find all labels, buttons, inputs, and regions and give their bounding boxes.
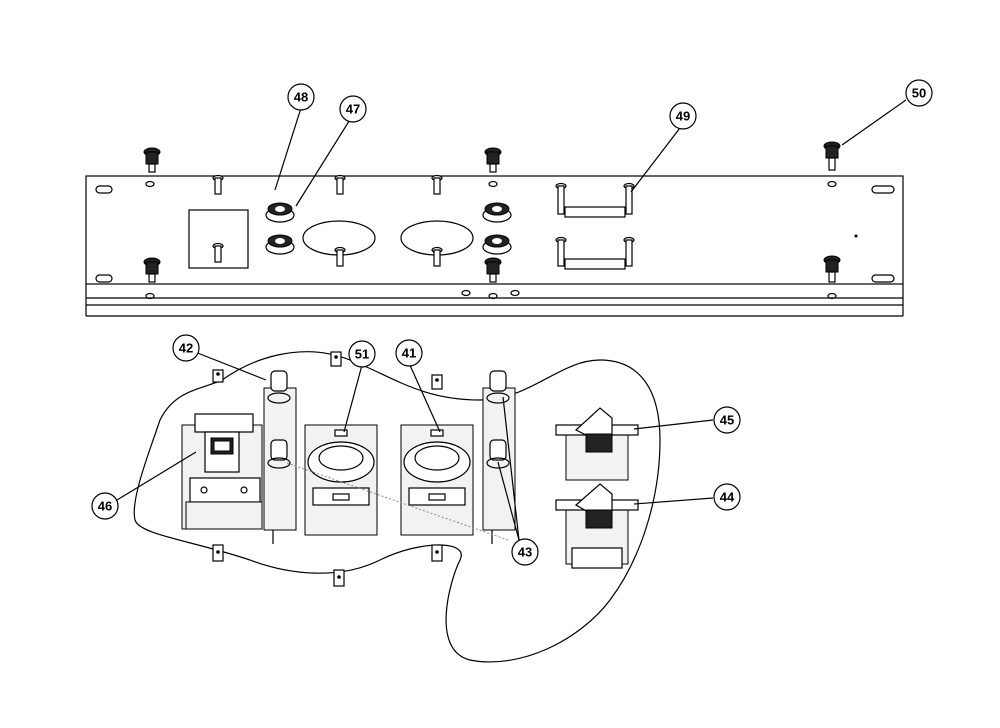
rocker-switch [555,483,639,569]
svg-text:49: 49 [676,109,690,124]
svg-text:47: 47 [346,102,360,117]
panel-screws [143,141,841,283]
small-screw [431,174,443,195]
mounting-slot [95,185,113,194]
breaker-cutout [188,209,249,269]
svg-text:41: 41 [402,346,416,361]
callout-42: 42 [172,334,200,362]
mounting-slot [871,274,895,283]
terminal-tab [330,351,342,367]
small-screw [334,174,346,195]
screw [823,255,841,283]
svg-text:46: 46 [98,499,112,514]
svg-text:43: 43 [518,545,532,560]
callout-41: 41 [395,339,423,367]
svg-text:50: 50 [912,86,926,101]
fuse-holder [555,182,635,218]
leader-lines [116,99,907,541]
screw [143,257,161,283]
screw [484,147,502,173]
callout-45: 45 [713,406,741,434]
svg-text:42: 42 [179,341,193,356]
circuit-breaker [181,413,263,530]
mounting-slot [871,185,895,194]
terminal-tab [333,569,345,587]
small-screw [431,246,443,267]
fuse-holder [555,236,635,270]
terminal-tabs [212,351,443,587]
twist-lock-receptacle [304,424,378,536]
terminal-tab [431,544,443,562]
fuse-holders [555,182,635,270]
small-screw [334,246,346,267]
screw [823,141,841,171]
assembly-outline [133,351,661,663]
small-screw [212,174,224,195]
svg-text:48: 48 [294,90,308,105]
small-screw [212,242,224,263]
mounting-slot [95,274,113,283]
screw [143,147,161,173]
callout-44: 44 [713,483,741,511]
rocker-switch [555,407,639,481]
callout-48: 48 [287,83,315,111]
svg-text:45: 45 [720,413,734,428]
screw [484,257,502,283]
terminal-tab [431,374,443,390]
terminal-tab [212,369,224,383]
push-button-breaker [263,370,297,544]
callout-47: 47 [339,95,367,123]
svg-text:51: 51 [355,347,369,362]
svg-text:44: 44 [720,490,735,505]
callout-51: 51 [348,340,376,368]
callout-46: 46 [91,492,119,520]
callout-43: 43 [511,538,539,566]
terminal-tab [212,544,224,562]
callout-49: 49 [669,102,697,130]
callout-50: 50 [905,79,933,107]
grommet-nuts [265,202,512,255]
twist-lock-receptacle [400,424,474,536]
